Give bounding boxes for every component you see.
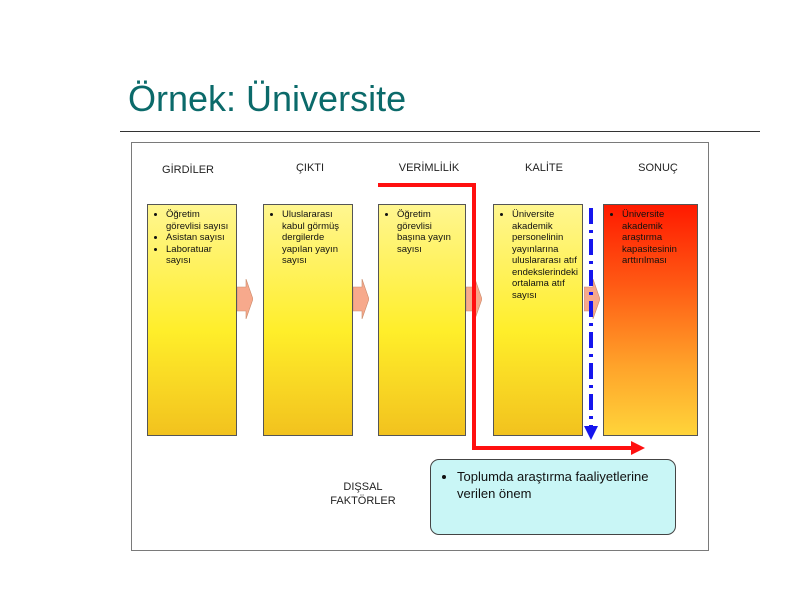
list-item: Öğretim görevlisi başına yayın sayısı <box>397 209 461 255</box>
flow-arrow-icon <box>353 279 369 319</box>
slide-title: Örnek: Üniversite <box>128 78 407 119</box>
efficiency-list: Öğretim görevlisi başına yayın sayısı <box>385 209 461 255</box>
box-quality: Üniversite akademik personelinin yayınla… <box>493 204 583 436</box>
flow-arrow-icon <box>237 279 253 319</box>
inputs-list: Öğretim görevlisi sayısı Asistan sayısı … <box>154 209 232 267</box>
outputs-list: Uluslararası kabul görmüş dergilerde yap… <box>270 209 348 267</box>
list-item: Uluslararası kabul görmüş dergilerde yap… <box>282 209 348 267</box>
result-list: Üniversite akademik araştırma kapasitesi… <box>610 209 693 267</box>
flow-arrow-icon <box>466 279 482 319</box>
header-quality: KALİTE <box>525 162 563 174</box>
flow-arrow-icon <box>584 279 600 319</box>
list-item: Asistan sayısı <box>166 232 232 244</box>
list-item: Üniversite akademik personelinin yayınla… <box>512 209 578 301</box>
title-divider <box>120 131 760 132</box>
list-item: Toplumda araştırma faaliyetlerine verile… <box>457 468 665 502</box>
quality-list: Üniversite akademik personelinin yayınla… <box>500 209 578 301</box>
box-result: Üniversite akademik araştırma kapasitesi… <box>603 204 698 436</box>
external-factors-label: DIŞSAL FAKTÖRLER <box>330 481 396 507</box>
header-result: SONUÇ <box>638 162 678 174</box>
list-item: Öğretim görevlisi sayısı <box>166 209 232 232</box>
header-efficiency: VERİMLİLİK <box>398 162 460 174</box>
external-factors-list: Toplumda araştırma faaliyetlerine verile… <box>441 468 665 502</box>
list-item: Üniversite akademik araştırma kapasitesi… <box>622 209 693 267</box>
list-item: Laboratuar sayısı <box>166 244 232 267</box>
box-outputs: Uluslararası kabul görmüş dergilerde yap… <box>263 204 353 436</box>
box-efficiency: Öğretim görevlisi başına yayın sayısı <box>378 204 466 436</box>
external-factors-box: Toplumda araştırma faaliyetlerine verile… <box>430 459 676 535</box>
header-outputs: ÇIKTI <box>295 162 325 174</box>
box-inputs: Öğretim görevlisi sayısı Asistan sayısı … <box>147 204 237 436</box>
header-inputs: GİRDİLER <box>162 164 214 176</box>
